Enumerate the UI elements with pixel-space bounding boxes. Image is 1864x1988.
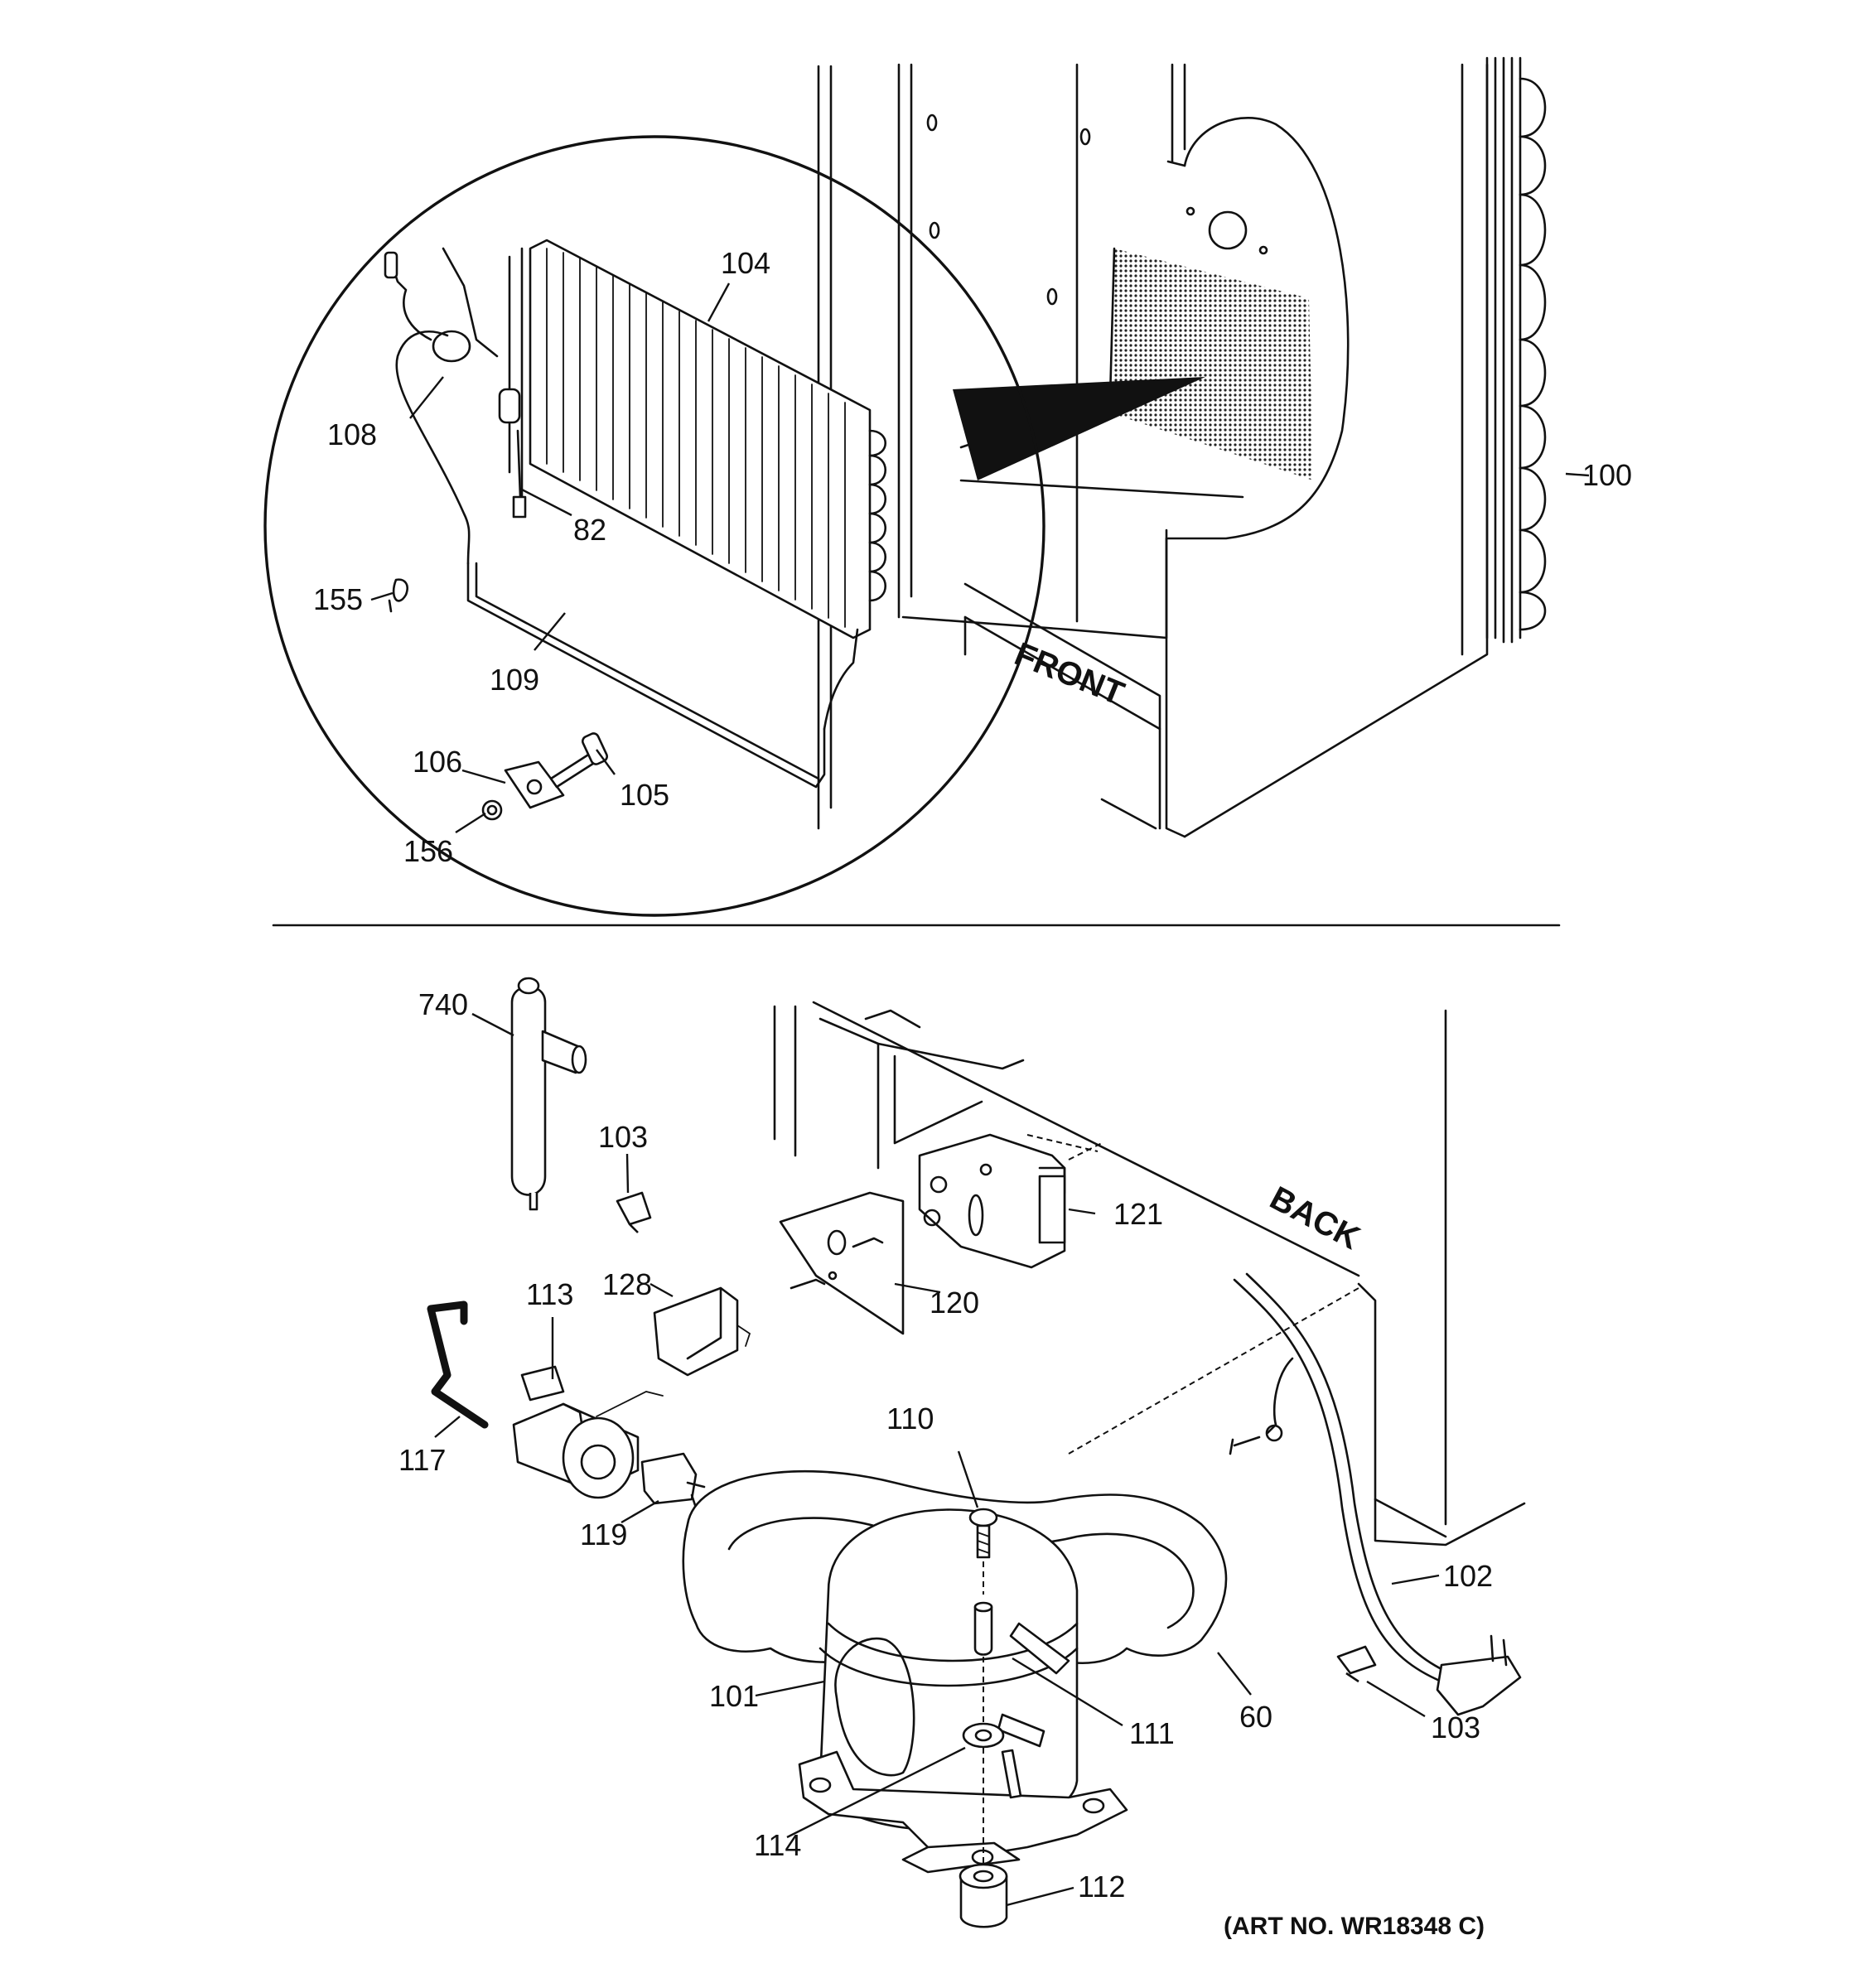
stud-105 bbox=[549, 732, 608, 789]
callout-110: 110 bbox=[886, 1402, 934, 1436]
callout-103-lower: 103 bbox=[1431, 1711, 1480, 1744]
front-label: FRONT bbox=[1010, 636, 1129, 712]
callout-117: 117 bbox=[398, 1443, 446, 1477]
defrost-heater bbox=[466, 562, 859, 789]
defrost-timer-121 bbox=[918, 1133, 1103, 1269]
clip-155 bbox=[388, 578, 408, 613]
start-relay-113 bbox=[512, 1365, 664, 1499]
detail-magnifier-circle bbox=[263, 135, 1045, 917]
magnifier-pointer bbox=[953, 377, 1205, 480]
defrost-thermostat bbox=[384, 247, 499, 565]
callout-108: 108 bbox=[327, 417, 377, 451]
callout-119: 119 bbox=[580, 1518, 627, 1551]
callout-105: 105 bbox=[620, 778, 669, 812]
callout-113: 113 bbox=[526, 1277, 573, 1311]
callout-112: 112 bbox=[1078, 1870, 1125, 1904]
callout-121: 121 bbox=[1113, 1197, 1163, 1231]
bracket-106 bbox=[481, 760, 565, 821]
callout-106: 106 bbox=[413, 745, 462, 779]
back-label: BACK bbox=[1264, 1180, 1366, 1257]
evaporator bbox=[498, 239, 887, 639]
power-cord-102 bbox=[1229, 1272, 1522, 1716]
wire-117 bbox=[427, 1300, 489, 1429]
callout-156: 156 bbox=[403, 834, 453, 868]
callout-155: 155 bbox=[313, 582, 363, 616]
dryer-740 bbox=[510, 977, 587, 1211]
callout-102: 102 bbox=[1443, 1559, 1493, 1593]
callout-101: 101 bbox=[709, 1679, 759, 1713]
callout-104: 104 bbox=[721, 246, 770, 280]
clip-103-upper bbox=[616, 1191, 652, 1233]
cabinet-upper: FRONT bbox=[817, 63, 1489, 838]
callout-60: 60 bbox=[1239, 1700, 1272, 1734]
art-number: (ART NO. WR18348 C) bbox=[1224, 1913, 1485, 1940]
bracket-120 bbox=[779, 1191, 905, 1335]
callout-numbers: 100 104 108 82 155 109 106 105 156 740 1… bbox=[313, 246, 1632, 1904]
callout-100: 100 bbox=[1582, 458, 1632, 492]
callout-103-upper: 103 bbox=[598, 1120, 648, 1154]
callout-120: 120 bbox=[930, 1286, 979, 1320]
callout-82: 82 bbox=[573, 513, 606, 547]
mount-hardware bbox=[959, 1508, 1008, 1928]
callout-740: 740 bbox=[418, 987, 468, 1021]
callout-114: 114 bbox=[754, 1828, 801, 1862]
leader-lines bbox=[370, 282, 1590, 1907]
connector-119 bbox=[640, 1452, 706, 1509]
callout-109: 109 bbox=[490, 663, 539, 697]
callout-111: 111 bbox=[1129, 1716, 1175, 1750]
callout-128: 128 bbox=[602, 1267, 652, 1301]
compressor-101 bbox=[798, 1508, 1128, 1874]
capacitor-128 bbox=[653, 1286, 751, 1377]
condenser-coil bbox=[1485, 56, 1547, 644]
clip-103-lower bbox=[1336, 1645, 1377, 1683]
